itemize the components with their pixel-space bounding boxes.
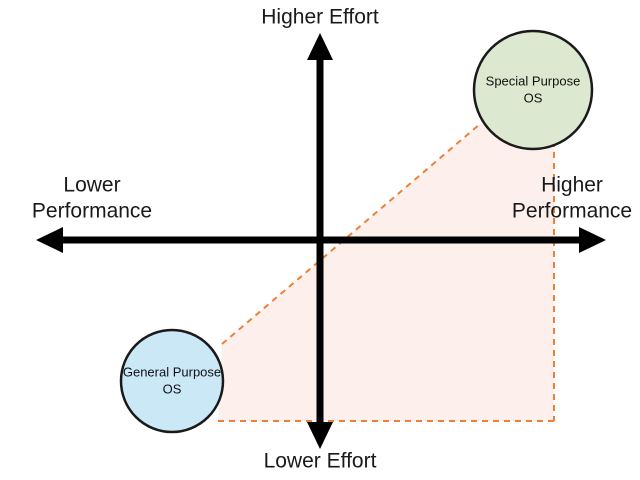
axis-label-higher-performance-line2: Performance bbox=[512, 200, 632, 223]
tradeoff-region-fill bbox=[218, 124, 554, 421]
horizontal-axis-left-arrowhead bbox=[36, 227, 63, 253]
tradeoff-region bbox=[218, 123, 555, 422]
axis-label-lower-effort: Lower Effort bbox=[264, 450, 377, 473]
axis-label-higher-performance-line1: Higher bbox=[541, 174, 603, 197]
horizontal-axis bbox=[36, 227, 606, 253]
tradeoff-region-edge bbox=[221, 123, 481, 345]
special-purpose-os-label-line1: Special Purpose bbox=[486, 73, 581, 88]
vertical-axis-up-arrowhead bbox=[307, 33, 333, 60]
horizontal-axis-right-arrowhead bbox=[579, 227, 606, 253]
general-purpose-os-label-line1: General Purpose bbox=[123, 364, 221, 379]
vertical-axis-down-arrowhead bbox=[307, 422, 333, 449]
special-purpose-os-circle[interactable] bbox=[472, 29, 594, 151]
general-purpose-os-circle[interactable] bbox=[119, 328, 225, 434]
special-purpose-os-label-line2: OS bbox=[524, 90, 543, 105]
axis-label-lower-performance-line2: Performance bbox=[32, 200, 152, 223]
axis-label-lower-performance-line1: Lower bbox=[63, 174, 120, 197]
general-purpose-os-label-line2: OS bbox=[163, 381, 182, 396]
node-special-purpose-os[interactable]: Special Purpose OS bbox=[472, 29, 594, 151]
node-general-purpose-os[interactable]: General Purpose OS bbox=[119, 328, 225, 434]
axis-label-higher-effort: Higher Effort bbox=[261, 6, 379, 29]
